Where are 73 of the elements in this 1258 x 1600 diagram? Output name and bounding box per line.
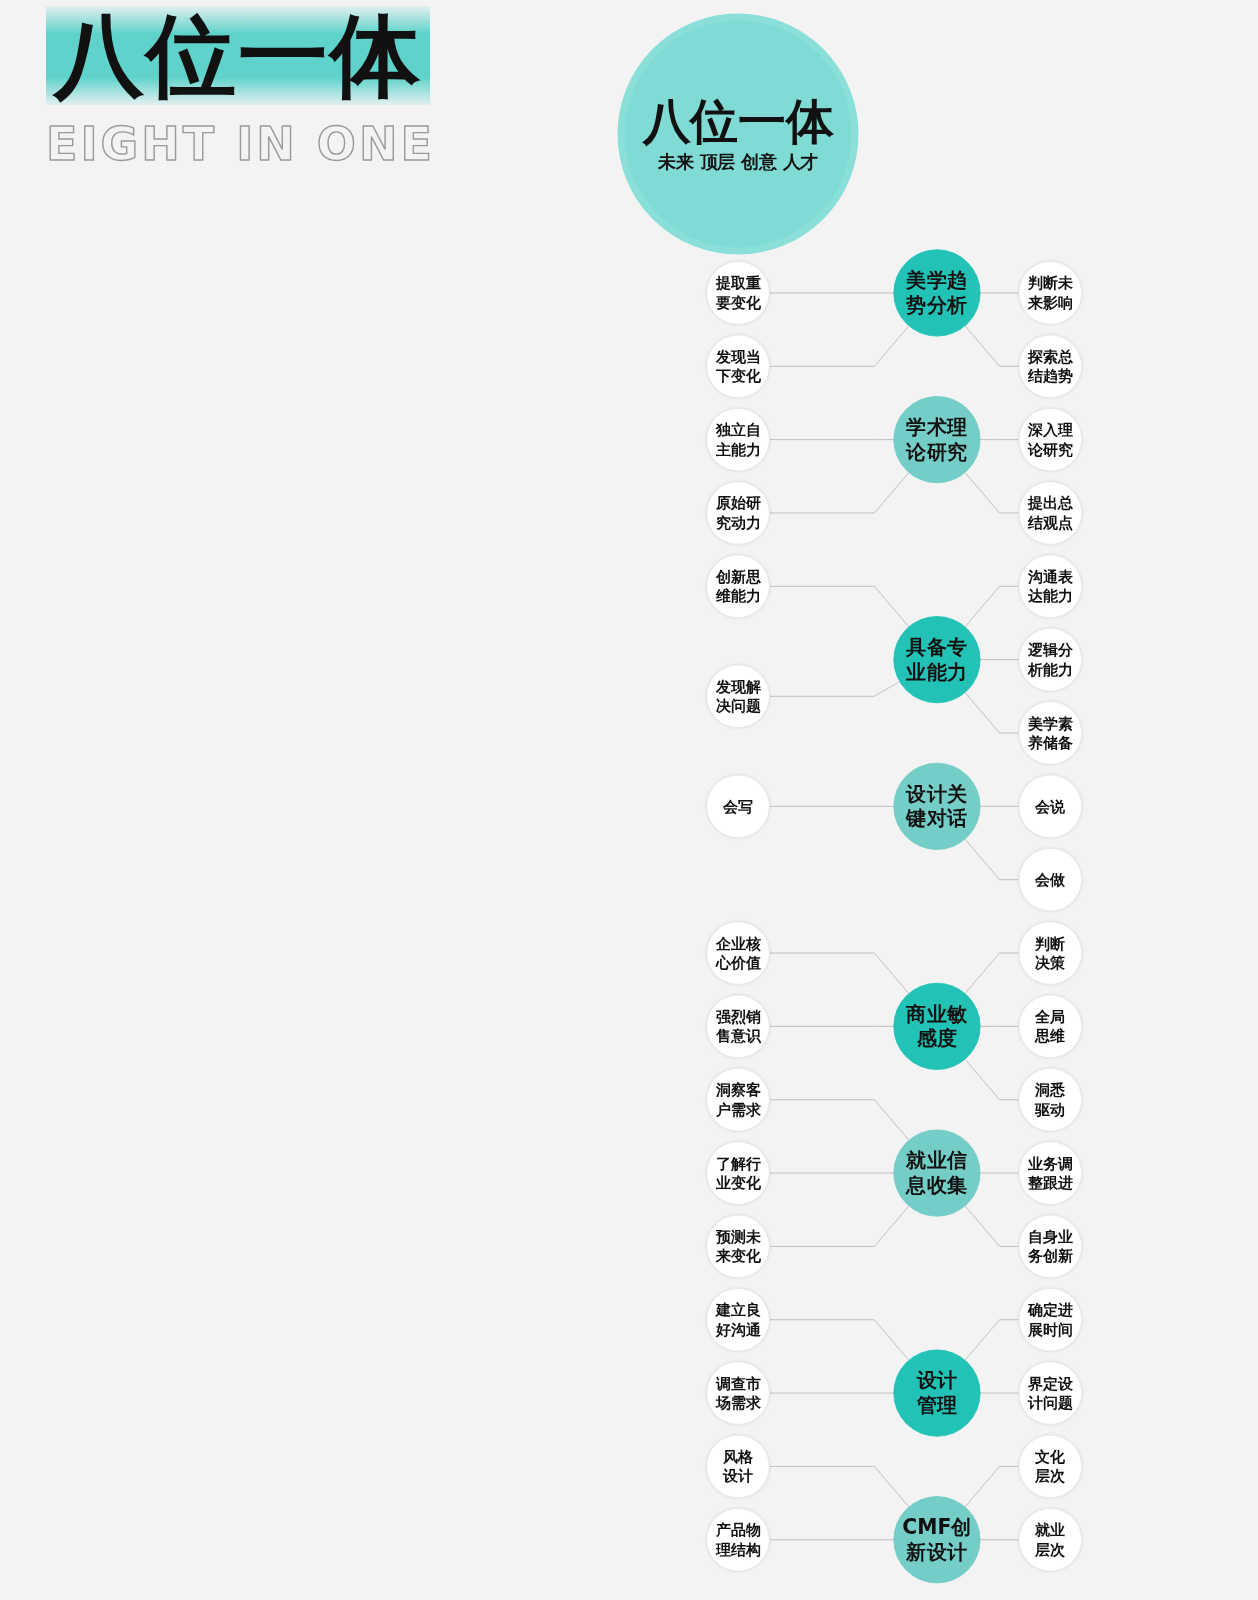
node-circle: 探索总结趋势 [1018,334,1083,399]
node-circle: 创新思维能力 [706,554,770,619]
node-circle: 建立良好沟通 [706,1287,770,1352]
connector [768,1205,910,1247]
node-circle: 强烈销售意识 [706,994,770,1059]
node-circle: 会说 [1018,774,1083,839]
connector [768,472,910,514]
node-circle: 企业核心价值 [706,921,770,985]
connector [979,659,1020,661]
connector [768,1099,910,1141]
node-circle: 独立自主能力 [706,407,770,472]
connector [964,952,1020,994]
node-circle: 八位一体 未来 顶层 创意 人才 [617,13,859,255]
connector [964,838,1020,881]
node-circle: 产品物理结构 [706,1507,770,1572]
connector [964,585,1020,628]
node-circle: 确定进展时间 [1018,1287,1083,1352]
connector [768,805,895,807]
connector [768,1466,910,1508]
connector [768,681,901,697]
node-circle: CMF创新设计 [893,1496,981,1584]
node-circle: 会做 [1018,847,1083,912]
connector [979,1539,1020,1541]
connector [768,325,910,367]
connector [964,325,1020,367]
node-circle: 界定设计问题 [1018,1361,1083,1425]
connector [979,1025,1020,1027]
connector [768,1025,895,1027]
node-circle: 自身业务创新 [1018,1214,1083,1279]
node-circle: 发现解决问题 [706,664,770,729]
connector [979,805,1020,807]
node-circle: 学术理论研究 [893,396,981,484]
node-circle: 业务调整跟进 [1018,1141,1083,1205]
node-circle: 风格设计 [706,1434,770,1499]
node-circle: 了解行业变化 [706,1141,770,1205]
connector [979,439,1020,441]
node-circle: 提出总结观点 [1018,481,1083,545]
node-circle: 沟通表达能力 [1018,554,1083,619]
connector [768,1539,895,1541]
connector [964,1058,1020,1101]
node-circle: 美学趋势分析 [893,249,981,337]
node-circle: 商业敏感度 [893,982,981,1070]
node-circle: 洞悉驱动 [1018,1067,1083,1132]
connector [768,585,910,628]
node-circle: 深入理论研究 [1018,407,1083,472]
node-circle: 美学素养储备 [1018,701,1083,765]
node-circle: 会写 [706,774,770,839]
node-circle: 发现当下变化 [706,334,770,399]
connector [964,1466,1020,1508]
node-circle: 调查市场需求 [706,1361,770,1425]
diagram-title: 八位一体 [46,6,430,105]
connector [768,439,895,441]
node-circle: 判断决策 [1018,921,1083,985]
node-circle: 设计关键对话 [893,762,981,850]
node-circle: 判断未来影响 [1018,261,1083,325]
node-circle: 洞察客户需求 [706,1067,770,1132]
connector [768,952,910,994]
node-circle: 全局思维 [1018,994,1083,1059]
node-circle: 就业层次 [1018,1507,1083,1572]
node-circle: 就业信息收集 [893,1129,981,1217]
node-circle: 原始研究动力 [706,481,770,545]
node-circle: 提取重要变化 [706,261,770,325]
connector [768,1319,910,1361]
connector [964,1319,1020,1361]
node-circle: 文化层次 [1018,1434,1083,1499]
node-circle: 逻辑分析能力 [1018,627,1083,692]
connector [964,472,1020,514]
node-circle: 具备专业能力 [893,616,981,704]
subtitle: EIGHT IN ONE [46,117,435,171]
connector [964,1205,1020,1247]
connector [964,692,1020,734]
node-circle: 预测未来变化 [706,1214,770,1279]
node-circle: 设计管理 [893,1349,981,1437]
